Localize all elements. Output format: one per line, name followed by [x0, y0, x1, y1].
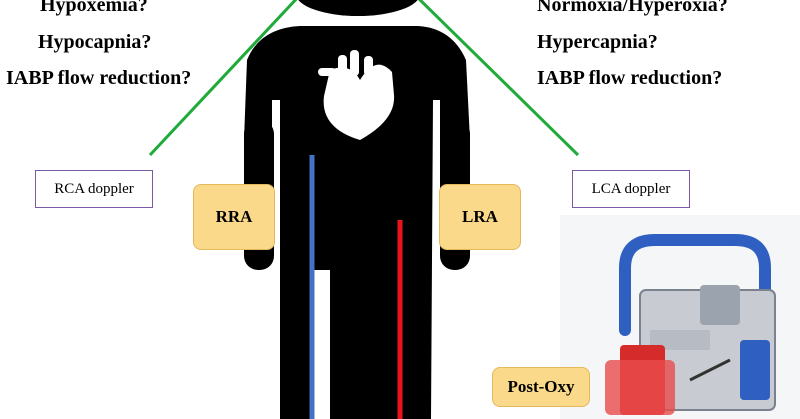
- left-question-hypocapnia: Hypocapnia?: [38, 31, 152, 53]
- rra-badge: RRA: [193, 184, 275, 250]
- post-oxy-badge: Post-Oxy: [492, 367, 590, 407]
- lca-doppler-label: LCA doppler: [572, 170, 690, 208]
- right-arrow: [417, 0, 580, 157]
- left-arrow: [148, 0, 298, 157]
- right-question-normoxia: Normoxia/Hyperoxia?: [537, 0, 728, 16]
- lra-badge: LRA: [439, 184, 521, 250]
- right-question-hypercapnia: Hypercapnia?: [537, 31, 658, 53]
- rca-doppler-label: RCA doppler: [35, 170, 153, 208]
- heart-icon: [318, 50, 395, 140]
- left-question-iabp-flow: IABP flow reduction?: [6, 67, 192, 89]
- ecmo-device-icon: [560, 215, 800, 419]
- right-question-iabp-flow: IABP flow reduction?: [537, 67, 723, 89]
- left-question-hypoxemia: Hypoxemia?: [40, 0, 148, 16]
